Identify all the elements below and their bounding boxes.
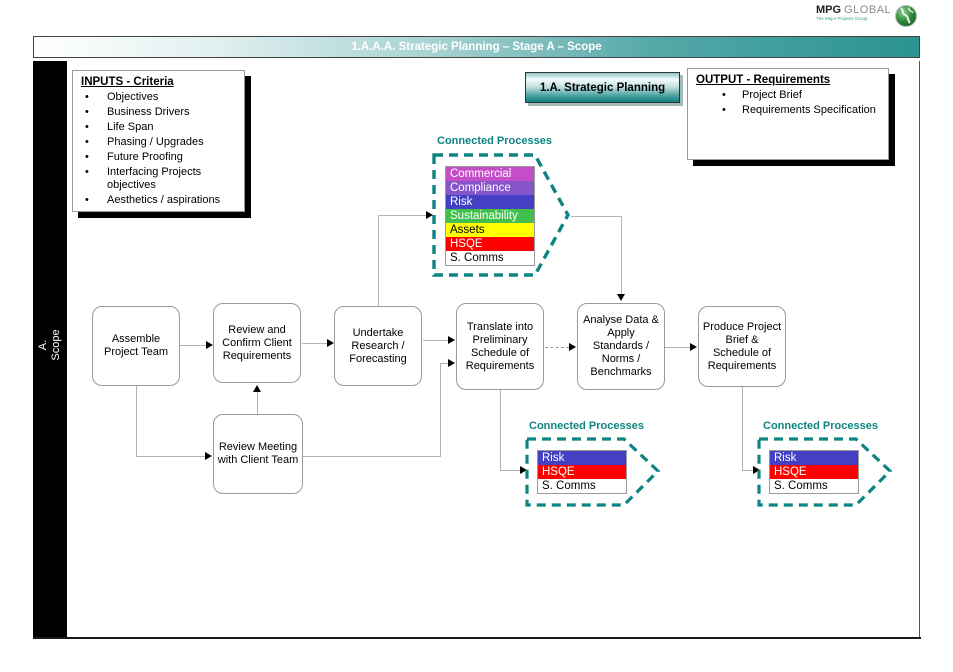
flow-box-analyse-data: Analyse Data & Apply Standards / Norms /… <box>577 303 665 390</box>
connector-review-meeting-up-to-translate <box>440 363 441 456</box>
stage-sidebar-label: A. Scope <box>37 329 62 361</box>
content-frame <box>67 61 920 637</box>
flow-box-review-confirm-requirements: Review and Confirm Client Requirements <box>213 303 301 383</box>
flow-box-label: Assemble Project Team <box>104 333 168 358</box>
connector-down-to-analyse <box>621 216 622 294</box>
connector-review-meeting-right <box>303 456 441 457</box>
connector-undertake-to-translate <box>423 340 448 341</box>
flow-box-translate-schedule: Translate into Preliminary Schedule of R… <box>456 303 544 390</box>
logo-brand2: GLOBAL <box>844 4 892 16</box>
process-row-hsqe: HSQE <box>538 465 626 479</box>
arrowhead-right-icon <box>448 336 455 344</box>
connector-analyse-to-produce <box>665 347 690 348</box>
process-row-s-comms: S. Comms <box>446 251 534 265</box>
arrowhead-up-icon <box>253 385 261 392</box>
connector-review-to-undertake <box>302 343 327 344</box>
arrowhead-right-icon <box>426 211 433 219</box>
inputs-title: INPUTS - Criteria <box>81 76 174 88</box>
logo-tagline: The Major Projects Group <box>816 16 868 21</box>
arrowhead-right-icon <box>448 359 455 367</box>
mpg-global-logo: MPG GLOBAL The Major Projects Group <box>816 4 918 33</box>
connected-processes-middle-label: Connected Processes <box>529 420 644 432</box>
connector-to-top-chevron <box>378 215 426 216</box>
connector-to-middle-chevron <box>500 470 520 471</box>
connector-to-review-meeting <box>136 456 205 457</box>
arrowhead-right-icon <box>753 466 760 474</box>
flow-box-label: Analyse Data & Apply Standards / Norms /… <box>583 314 659 378</box>
slide-title: 1.A.A.A. Strategic Planning – Stage A – … <box>351 41 602 53</box>
output-item: Project Brief <box>696 89 880 102</box>
flow-box-assemble-project-team: Assemble Project Team <box>92 306 180 386</box>
inputs-list: Objectives Business Drivers Life Span Ph… <box>81 91 236 207</box>
arrowhead-right-icon <box>520 466 527 474</box>
output-title: OUTPUT - Requirements <box>696 74 831 86</box>
arrowhead-right-icon <box>690 343 697 351</box>
flow-box-label: Produce Project Brief & Schedule of Requ… <box>702 320 782 372</box>
process-row-risk: Risk <box>538 451 626 465</box>
flow-box-label: Review and Confirm Client Requirements <box>222 323 292 362</box>
inputs-item: Phasing / Upgrades <box>81 136 236 149</box>
process-row-compliance: Compliance <box>446 181 534 195</box>
output-list: Project Brief Requirements Specification <box>696 89 880 117</box>
process-row-assets: Assets <box>446 223 534 237</box>
flow-box-undertake-research: Undertake Research / Forecasting <box>334 306 422 386</box>
arrowhead-right-icon <box>206 341 213 349</box>
frame-bottom-border <box>33 637 921 639</box>
connected-processes-right-label: Connected Processes <box>763 420 878 432</box>
arrowhead-right-icon <box>569 343 576 351</box>
output-panel: OUTPUT - Requirements Project Brief Requ… <box>687 68 889 160</box>
connected-processes-middle-chevron <box>524 436 664 513</box>
arrowhead-right-icon <box>327 339 334 347</box>
connector-translate-down <box>500 390 501 470</box>
connected-processes-top-chevron <box>431 152 573 283</box>
process-row-risk: Risk <box>446 195 534 209</box>
flow-box-review-meeting: Review Meeting with Client Team <box>213 414 303 494</box>
inputs-item: Aesthetics / aspirations <box>81 194 236 207</box>
globe-icon <box>894 4 918 33</box>
output-item: Requirements Specification <box>696 104 880 117</box>
logo-text: MPG GLOBAL The Major Projects Group <box>816 4 891 22</box>
process-row-s-comms: S. Comms <box>770 479 858 493</box>
connector-undertake-up <box>378 216 379 306</box>
process-row-risk: Risk <box>770 451 858 465</box>
logo-brand: MPG <box>816 4 842 16</box>
connector-translate-to-analyse-dashed <box>545 347 569 348</box>
inputs-item: Business Drivers <box>81 106 236 119</box>
process-row-sustainability: Sustainability <box>446 209 534 223</box>
connector-assemble-to-review <box>180 345 206 346</box>
connector-chevron-out <box>571 216 621 217</box>
arrowhead-right-icon <box>205 452 212 460</box>
inputs-item: Future Proofing <box>81 151 236 164</box>
inputs-panel: INPUTS - Criteria Objectives Business Dr… <box>72 70 245 212</box>
flow-box-label: Review Meeting with Client Team <box>217 441 299 466</box>
slide-title-bar: 1.A.A.A. Strategic Planning – Stage A – … <box>33 36 920 58</box>
process-row-hsqe: HSQE <box>770 465 858 479</box>
inputs-item: Interfacing Projects objectives <box>81 166 236 192</box>
stage-sidebar <box>33 61 67 637</box>
connected-processes-right-chevron <box>756 436 896 513</box>
flow-box-label: Undertake Research / Forecasting <box>349 326 407 365</box>
connector-produce-down <box>742 387 743 470</box>
connector-to-right-chevron <box>742 470 753 471</box>
connected-processes-top-label: Connected Processes <box>437 135 552 147</box>
inputs-item: Objectives <box>81 91 236 104</box>
arrowhead-down-icon <box>617 294 625 301</box>
inputs-item: Life Span <box>81 121 236 134</box>
flow-box-label: Translate into Preliminary Schedule of R… <box>465 320 535 372</box>
connector-review-meeting-up <box>257 392 258 414</box>
strategic-planning-box: 1.A. Strategic Planning <box>525 72 680 103</box>
connector-into-translate <box>440 363 448 364</box>
process-row-commercial: Commercial <box>446 167 534 181</box>
strategic-planning-label: 1.A. Strategic Planning <box>539 81 666 94</box>
flow-box-produce-project-brief: Produce Project Brief & Schedule of Requ… <box>698 306 786 387</box>
connector-assemble-down <box>136 386 137 457</box>
process-row-s-comms: S. Comms <box>538 479 626 493</box>
process-row-hsqe: HSQE <box>446 237 534 251</box>
